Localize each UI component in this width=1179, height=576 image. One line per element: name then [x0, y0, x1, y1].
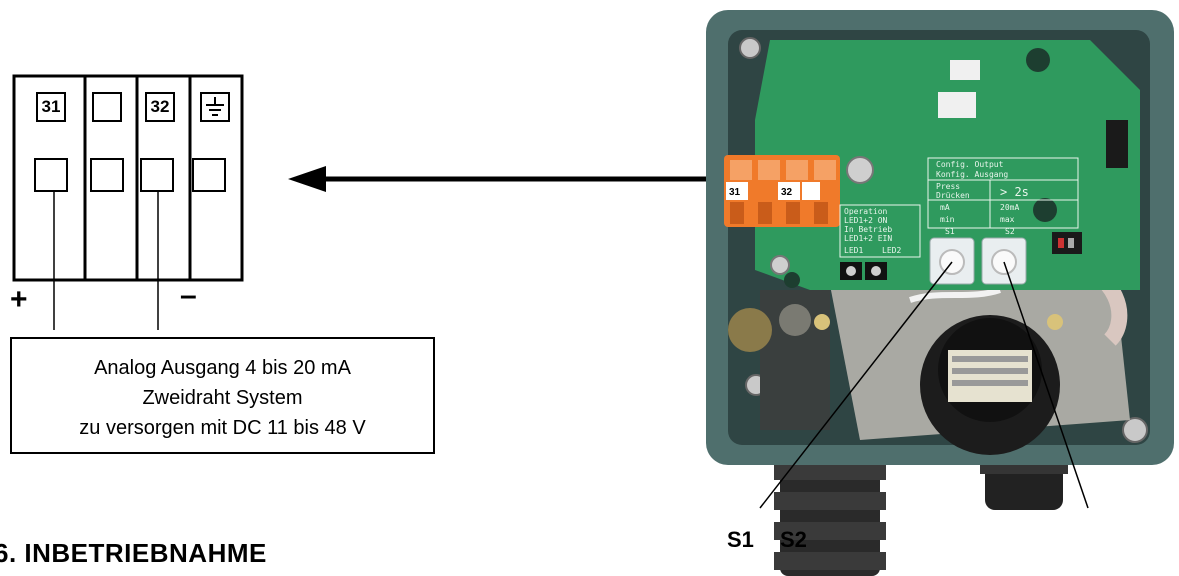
- terminal-ground-screw: [192, 158, 226, 192]
- pcb-op-text-1: Operation: [844, 207, 888, 216]
- leader-line-s1: [759, 261, 953, 509]
- terminal-31-label: 31: [36, 92, 66, 122]
- spec-line-1: Analog Ausgang 4 bis 20 mA: [94, 357, 351, 379]
- pcb-led1-text: LED1: [844, 246, 863, 255]
- spec-line-2: Zweidraht System: [142, 387, 303, 409]
- terminal-31-screw: [34, 158, 68, 192]
- terminal-empty-label: [92, 92, 122, 122]
- pcb-op-text-3: In Betrieb: [844, 225, 892, 234]
- terminal-block-drawing: [12, 74, 244, 330]
- pcb-op-text-4: LED1+2 EIN: [844, 234, 892, 243]
- pcb-op-text-2: LED1+2 ON: [844, 216, 888, 225]
- pcb-press-text-2: Drücken: [936, 191, 970, 200]
- pcb-press-time: > 2s: [1000, 185, 1029, 199]
- callout-s2: S2: [780, 527, 807, 552]
- push-button-s1: [929, 237, 975, 285]
- pointer-arrow: [288, 166, 712, 192]
- pcb-min-text: min: [940, 215, 955, 224]
- pcb-led2-text: LED2: [882, 246, 901, 255]
- spec-line-3: zu versorgen mit DC 11 bis 48 V: [79, 417, 366, 439]
- pcb-max-text: max: [1000, 215, 1015, 224]
- device-photo: 31 32 Config. Output Konfig. Ausgang Pre…: [706, 10, 1174, 576]
- pcb-terminal-block: 31 32: [724, 155, 840, 227]
- pcb-term-32: 32: [781, 187, 793, 198]
- callout-s1: S1: [727, 527, 754, 552]
- leader-line-s2: [1003, 261, 1089, 509]
- polarity-plus: +: [10, 283, 28, 316]
- pressure-sensor: [920, 314, 1063, 455]
- output-spec-box: Analog Ausgang 4 bis 20 mA Zweidraht Sys…: [10, 337, 435, 454]
- push-button-s2: [981, 237, 1027, 285]
- pcb-header: [1106, 120, 1128, 168]
- pcb-operation-panel: Operation LED1+2 ON In Betrieb LED1+2 EI…: [839, 204, 921, 258]
- pcb-term-31: 31: [729, 187, 741, 198]
- pcb-ma-text: mA: [940, 203, 950, 212]
- pcb-btn-s2-text: S2: [1005, 227, 1015, 236]
- terminal-32-screw: [140, 158, 174, 192]
- pcb-config-text-2: Konfig. Ausgang: [936, 170, 1008, 179]
- terminal-32-label: 32: [145, 92, 175, 122]
- cable-gland-left: [774, 455, 886, 576]
- section-heading: 6. INBETRIEBNAHME: [0, 538, 267, 568]
- terminal-empty-screw: [90, 158, 124, 192]
- pcb-press-text-1: Press: [936, 182, 960, 191]
- pcb-config-panel: Config. Output Konfig. Ausgang Press Drü…: [927, 157, 1079, 236]
- ground-icon: [206, 97, 224, 116]
- terminal-ground-label: [200, 92, 230, 122]
- pcb-20ma-text: 20mA: [1000, 203, 1019, 212]
- polarity-minus: –: [180, 279, 197, 312]
- pcb-config-text-1: Config. Output: [936, 160, 1004, 169]
- pcb-btn-s1-text: S1: [945, 227, 955, 236]
